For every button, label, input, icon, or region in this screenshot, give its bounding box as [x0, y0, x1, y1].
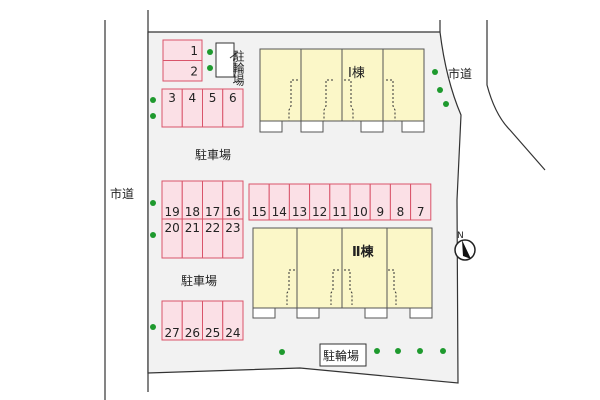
parking-space-number: 1: [190, 44, 198, 58]
bike-parking-label-bottom: 駐輪場: [323, 348, 359, 363]
tree-marker: [150, 200, 156, 206]
parking-space-number: 4: [189, 91, 197, 105]
parking-space-number: 21: [185, 221, 200, 235]
parking-space-number: 9: [376, 205, 384, 219]
bike-parking-label-top: 駐輪場: [231, 49, 245, 87]
parking-label-2: 駐車場: [181, 273, 217, 288]
tree-marker: [279, 349, 285, 355]
parking-space-number: 10: [352, 205, 367, 219]
tree-marker: [374, 348, 380, 354]
parking-space-number: 3: [168, 91, 176, 105]
parking-space-number: 23: [225, 221, 240, 235]
parking-space-number: 22: [205, 221, 220, 235]
tree-marker: [417, 348, 423, 354]
bike-shed-pointer: [229, 51, 239, 59]
parking-space: [162, 60, 203, 82]
tree-marker: [207, 65, 213, 71]
trees: [150, 49, 449, 355]
compass-north-label: N: [457, 231, 464, 241]
parking-space-number: 27: [164, 326, 179, 340]
bike-parking-box: [319, 343, 367, 367]
tree-marker: [150, 324, 156, 330]
tree-marker: [207, 49, 213, 55]
parking-space-number: 20: [164, 221, 179, 235]
parking-label-1: 駐車場: [195, 147, 231, 162]
road-label-right: 市道: [448, 66, 472, 81]
tree-marker: [150, 113, 156, 119]
parking-space: [222, 300, 244, 341]
road-label-left: 市道: [110, 186, 134, 201]
parking-space-number: 7: [417, 205, 425, 219]
parking-space-number: 25: [205, 326, 220, 340]
tree-marker: [150, 97, 156, 103]
parking-space-number: 13: [292, 205, 307, 219]
parking-space-number: 19: [164, 205, 179, 219]
north-compass: N: [454, 231, 476, 261]
parking-space: [410, 183, 432, 221]
building-1-label: Ⅰ棟: [348, 66, 365, 81]
tree-marker: [432, 69, 438, 75]
parking-space-number: 24: [225, 326, 240, 340]
road-edge-right-outer: [486, 20, 546, 171]
parking-space-number: 17: [205, 205, 220, 219]
building-1: [259, 48, 425, 133]
tree-marker: [440, 348, 446, 354]
tree-marker: [443, 101, 449, 107]
parking-space-number: 6: [229, 91, 237, 105]
parking-space: [222, 218, 244, 259]
parking-space-number: 16: [225, 205, 240, 219]
parking-space-number: 8: [397, 205, 405, 219]
parking-space-number: 15: [251, 205, 266, 219]
tree-marker: [150, 232, 156, 238]
parking-space-number: 18: [185, 205, 200, 219]
parking-space-number: 26: [185, 326, 200, 340]
bike-shed: [215, 42, 235, 78]
parking-space-number: 11: [332, 205, 347, 219]
parking-space-number: 12: [312, 205, 327, 219]
tree-marker: [437, 87, 443, 93]
parking-space-number: 2: [190, 65, 198, 79]
parking-space-number: 5: [209, 91, 217, 105]
tree-marker: [395, 348, 401, 354]
building-2: [252, 227, 433, 319]
parking-space: [222, 88, 244, 128]
building-2-label: Ⅱ棟: [352, 244, 375, 260]
parking-space-number: 14: [272, 205, 287, 219]
